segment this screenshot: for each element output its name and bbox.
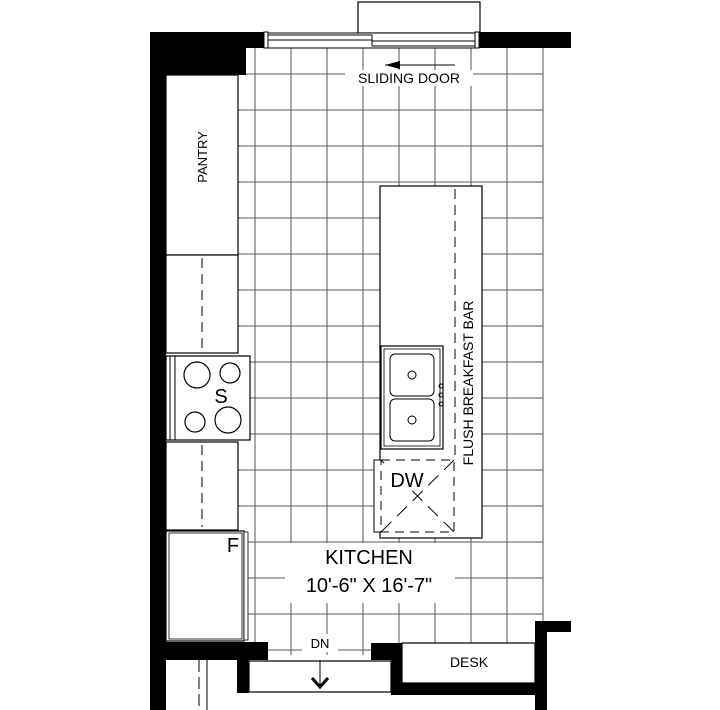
stove-label: S [214,386,227,408]
pantry-label: PANTRY [195,131,210,183]
dishwasher-label: DW [390,470,423,492]
exterior-deck [357,1,481,34]
double-sink[interactable] [380,345,444,450]
room-name: KITCHEN [325,547,413,569]
breakfast-bar-label: FLUSH BREAKFAST BAR [460,301,476,466]
desk-label: DESK [450,654,489,670]
stairs-down-label: DN [311,636,330,651]
pantry[interactable] [165,74,239,256]
sliding-door[interactable] [263,31,480,49]
walls [150,32,571,710]
dishwasher[interactable] [373,459,455,533]
counter-cabinet-upper [165,254,239,354]
room-dimensions: 10'-6" X 16'-7" [306,575,432,597]
fridge-label: F [227,535,239,557]
desk[interactable] [401,642,536,684]
sliding-door-arrow-icon [385,61,455,69]
stairs[interactable] [248,660,392,693]
stove[interactable] [165,355,251,441]
fridge[interactable] [165,530,249,642]
sliding-door-label: SLIDING DOOR [358,70,460,86]
